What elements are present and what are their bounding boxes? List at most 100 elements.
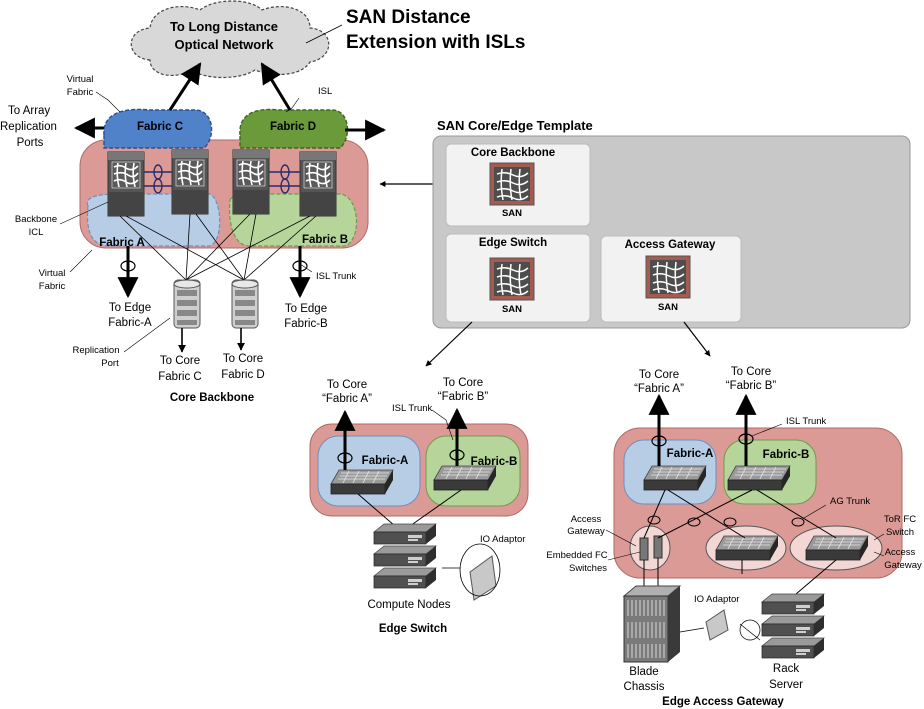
san-label-3: SAN (658, 302, 678, 313)
fabric-c-bubble (103, 108, 213, 149)
director-switch-1 (107, 151, 145, 217)
edge-fabric-a-label: Fabric-A (362, 455, 409, 467)
virtual-fabric-bottom-line2: Fabric (39, 281, 66, 292)
ag-to-core-b-line1: To Core (731, 366, 771, 378)
to-core-c-line2: Fabric C (158, 371, 201, 383)
virtual-fabric-top-line1: Virtual (67, 74, 94, 85)
edge-io-adaptor-label: IO Adaptor (480, 534, 525, 545)
ag-access-gateway-right-line2: Gateway (884, 560, 922, 571)
san-core-edge-template: SAN Core/Edge Template Core Backbone SAN… (432, 118, 911, 329)
tor-fc-switch-2 (805, 535, 869, 561)
edge-switch-caption: Edge Switch (379, 623, 447, 635)
core-backbone-group: Fabric C Fabric D Fabric A Fabric B (0, 62, 387, 404)
edge-access-gateway-group: Fabric-A Fabric-B To Core “Fabric A” To … (546, 366, 922, 708)
rack-server-1 (761, 593, 825, 615)
virtual-fabric-bottom-line1: Virtual (39, 268, 66, 279)
isl-trunk-core-label: ISL Trunk (316, 271, 357, 282)
replication-port-line2: Port (101, 358, 119, 369)
edge-to-core-a-line1: To Core (327, 379, 367, 391)
diagram-title-line1: SAN Distance (346, 7, 471, 28)
virtual-fabric-top-line2: Fabric (67, 87, 94, 98)
core-backbone-caption: Core Backbone (170, 392, 254, 404)
edge-fabric-b-label: Fabric-B (471, 456, 518, 468)
embedded-fc-line1: Embedded FC (546, 550, 607, 561)
ag-access-gateway-line1: Access (571, 514, 602, 525)
storage-array-2 (231, 279, 259, 329)
to-edge-a-line2: Fabric-A (108, 317, 152, 329)
ag-access-gateway-right-line1: Access (885, 547, 916, 558)
rack-server-line2: Server (769, 679, 803, 691)
ag-to-core-a-line1: To Core (639, 369, 679, 381)
to-array-line3: Ports (17, 137, 44, 149)
compute-node-1 (373, 523, 437, 545)
edge-to-core-b-line1: To Core (443, 377, 483, 389)
to-edge-a-line1: To Edge (109, 302, 151, 314)
tor-fc-line2: Switch (886, 527, 914, 538)
backbone-icl-line2: ICL (29, 227, 44, 238)
ag-io-adaptor-label: IO Adaptor (694, 594, 739, 605)
ag-fabric-b-label: Fabric-B (763, 449, 810, 461)
ag-core-switch-b (727, 465, 791, 491)
access-gateway-san-icon (645, 255, 691, 299)
embedded-fc-switch-1 (639, 537, 649, 561)
fabric-d-label: Fabric D (270, 121, 316, 133)
compute-node-2 (373, 545, 437, 567)
edge-switch-san-icon (489, 257, 535, 301)
rack-server-2 (761, 615, 825, 637)
edge-switch-b (433, 465, 497, 491)
edge-isl-trunk-label: ISL Trunk (392, 403, 433, 414)
fabric-b-label: Fabric B (302, 234, 348, 246)
to-edge-b-line2: Fabric-B (284, 318, 328, 330)
to-array-line1: To Array (8, 105, 50, 117)
ag-to-core-a-line2: “Fabric A” (634, 383, 684, 395)
to-array-line2: Replication (0, 121, 57, 133)
director-switch-2 (171, 149, 209, 215)
fabric-d-bubble (239, 108, 349, 149)
to-edge-b-line1: To Edge (285, 303, 327, 315)
to-core-c-line1: To Core (160, 355, 200, 367)
to-core-d-line1: To Core (223, 353, 263, 365)
tor-fc-switch-1 (715, 535, 779, 561)
ag-fabric-a-label: Fabric-A (667, 448, 714, 460)
compute-node-3 (373, 567, 437, 589)
director-switch-4 (299, 151, 337, 217)
compute-nodes-label: Compute Nodes (367, 599, 450, 611)
replication-port-line1: Replication (73, 345, 120, 356)
cloud-label-line1: To Long Distance (170, 19, 278, 34)
ag-io-adaptor (679, 609, 761, 641)
isl-label: ISL (318, 86, 332, 97)
tor-fc-line1: ToR FC (884, 514, 916, 525)
director-switch-3 (232, 149, 270, 215)
san-label-2: SAN (502, 304, 522, 315)
blade-chassis-line1: Blade (629, 666, 658, 678)
embedded-fc-line2: Switches (569, 563, 607, 574)
edge-to-core-a-line2: “Fabric A” (322, 393, 372, 405)
blade-chassis (622, 585, 682, 663)
ag-core-switch-a (643, 465, 707, 491)
diagram-title-line2: Extension with ISLs (346, 32, 525, 53)
ag-trunk-label: AG Trunk (830, 496, 870, 507)
core-backbone-san-icon (489, 162, 535, 206)
embedded-fc-switch-2 (653, 535, 663, 559)
edge-io-adaptor (442, 543, 501, 601)
blade-chassis-line2: Chassis (624, 681, 665, 693)
edge-to-core-b-line2: “Fabric B” (438, 391, 489, 403)
template-title: SAN Core/Edge Template (437, 118, 593, 133)
fabric-c-label: Fabric C (137, 121, 183, 133)
to-core-d-line2: Fabric D (221, 369, 264, 381)
edge-switch-group: Fabric-A Fabric-B To Core “Fabric A” To … (309, 377, 529, 635)
rack-server-line1: Rack (773, 663, 799, 675)
ag-access-gateway-line2: Gateway (567, 526, 605, 537)
backbone-icl-line1: Backbone (15, 214, 57, 225)
fabric-a-label: Fabric A (99, 237, 145, 249)
san-label-1: SAN (502, 208, 522, 219)
template-edge-switch-title: Edge Switch (479, 237, 547, 249)
cloud-label-line2: Optical Network (175, 37, 275, 52)
template-access-gateway-title: Access Gateway (625, 239, 716, 251)
ag-isl-trunk-label: ISL Trunk (786, 416, 827, 427)
edge-access-gateway-caption: Edge Access Gateway (662, 696, 784, 708)
storage-array-1 (173, 279, 201, 329)
edge-switch-a (330, 469, 394, 495)
long-distance-network-cloud: To Long Distance Optical Network (130, 0, 330, 79)
